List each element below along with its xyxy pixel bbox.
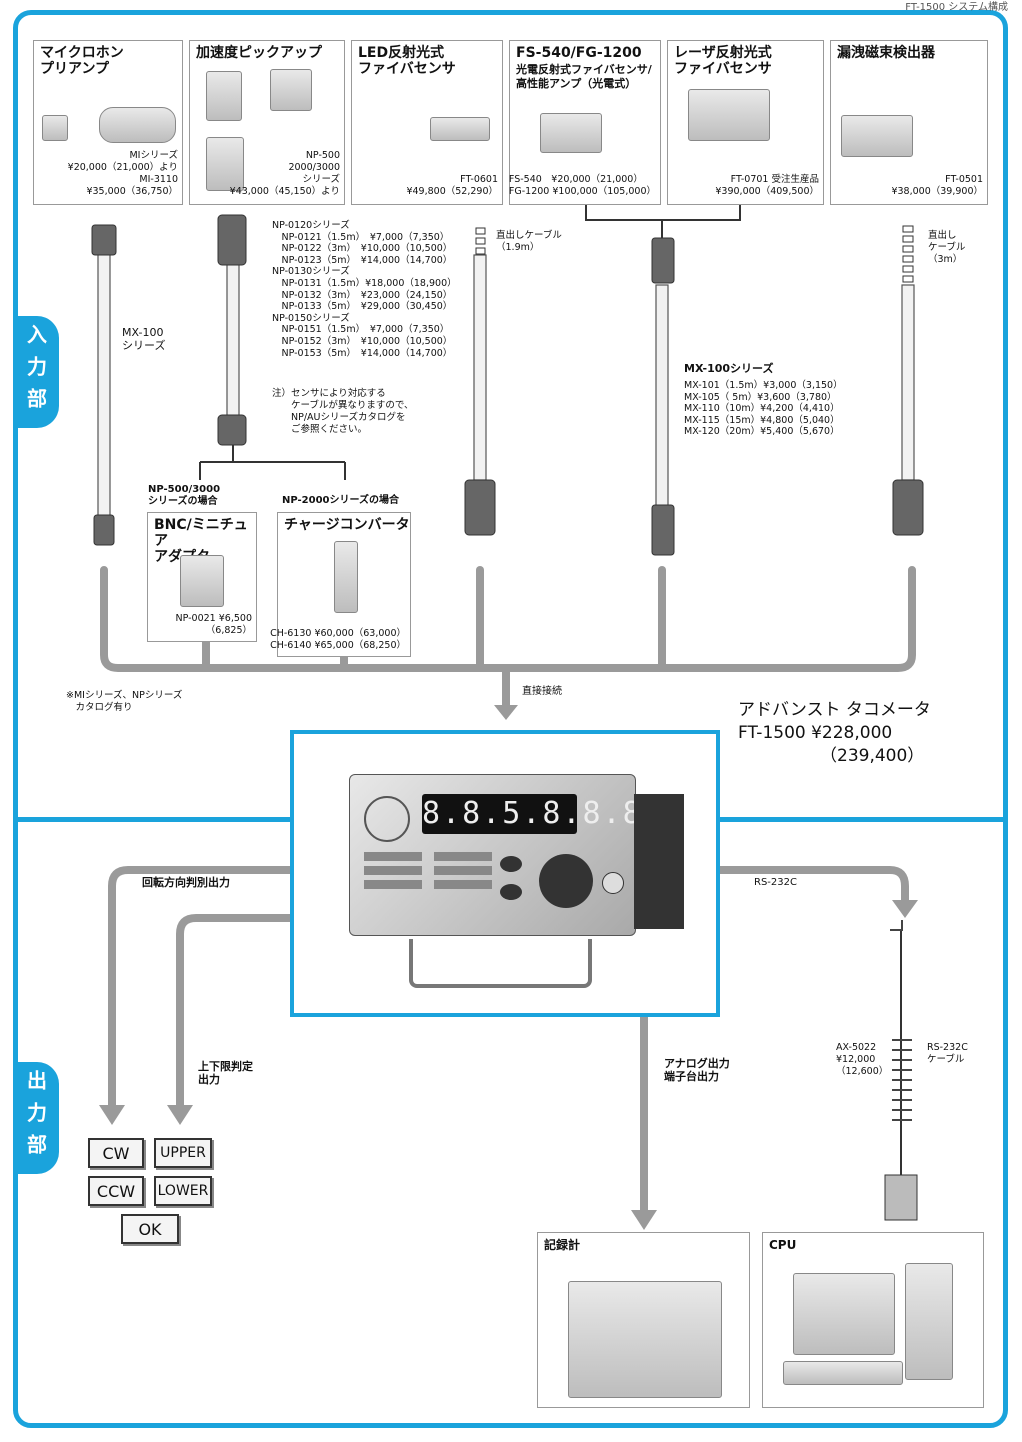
charge-converter-image (334, 541, 358, 613)
sensor-title: LED反射光式 ファイバセンサ (358, 45, 456, 77)
led-fiber-image (430, 117, 490, 141)
limit-output-label: 上下限判定 出力 (198, 1060, 253, 1086)
arrow-direct (494, 705, 518, 720)
sensor-price: FS-540 ¥20,000（21,000） FG-1200 ¥100,000（… (508, 174, 656, 197)
arrow-keypad[interactable] (539, 854, 593, 908)
sensor-price: MIシリーズ ¥20,000（21,000）より MI-3110 ¥35,000… (67, 150, 178, 197)
sensor-title: FS-540/FG-1200 (516, 45, 642, 61)
keyboard-image (783, 1361, 903, 1385)
header-note: FT-1500 システム構成 (905, 2, 1008, 13)
product-price: FT-1500 ¥228,000 (738, 723, 893, 743)
tachometer-side (634, 794, 684, 929)
charge-converter-price: CH-6130 ¥60,000（63,000） CH-6140 ¥65,000（… (270, 628, 406, 651)
preamp-cap-image (42, 115, 68, 141)
product-name: アドバンスト タコメータ (738, 700, 931, 720)
monitor-image (793, 1273, 895, 1355)
sensor-box-microphone: マイクロホン プリアンプ MIシリーズ ¥20,000（21,000）より MI… (33, 40, 183, 205)
menu-button[interactable] (434, 852, 492, 861)
menu-button[interactable] (364, 880, 422, 889)
tower-image (905, 1263, 953, 1380)
accelerometer-image (206, 137, 244, 191)
sensor-box-magnetic: 漏洩磁束検出器 FT-0501 ¥38,000（39,900） (830, 40, 988, 205)
ccw-output: CCW (88, 1176, 144, 1206)
rs232c-label: RS-232C (754, 877, 797, 888)
output-section-tab: 出力部 (13, 1062, 59, 1174)
rs-cable-label: RS-232C ケーブル (927, 1042, 968, 1065)
direct-connect-label: 直接接続 (522, 686, 562, 697)
laser-fiber-image (688, 89, 770, 141)
arrow-rs232c (892, 900, 918, 918)
recorder-title: 記録計 (544, 1238, 581, 1252)
bnc-adapter-image (180, 555, 224, 607)
cpu-box: CPU (762, 1232, 984, 1408)
accelerometer-image (270, 69, 312, 111)
sensor-price: FT-0501 ¥38,000（39,900） (891, 174, 983, 197)
sensor-box-fs540: FS-540/FG-1200 光電反射式ファイバセンサ/ 高性能アンプ（光電式）… (509, 40, 661, 205)
np-cable-list: NP-0120シリーズ NP-0121（1.5m） ¥7,000（7,350） … (272, 220, 457, 359)
sensor-box-accelerometer: 加速度ピックアップ NP-500 2000/3000 シリーズ ¥43,000（… (189, 40, 345, 205)
arrow-upper (167, 1105, 193, 1125)
enter-button[interactable] (500, 856, 522, 872)
charge-converter-box: チャージコンバータ CH-6130 ¥60,000（63,000） CH-614… (270, 512, 411, 657)
analog-output-label: アナログ出力 端子台出力 (664, 1057, 730, 1083)
sensor-title: 漏洩磁束検出器 (837, 45, 935, 61)
bnc-adapter-price: NP-0021 ¥6,500 （6,825） (175, 613, 253, 636)
product-tax-price: （239,400） (820, 746, 925, 766)
microphone-image (99, 107, 176, 143)
sensor-box-laser-fiber: レーザ反射光式 ファイバセンサ FT-0701 受注生産品 ¥390,000（4… (667, 40, 824, 205)
menu-button[interactable] (364, 852, 422, 861)
recorder-image (568, 1281, 722, 1398)
mx-cable-list: MX-101（1.5m）¥3,000（3,150） MX-105（ 5m）¥3,… (684, 380, 843, 438)
cpu-title: CPU (769, 1238, 797, 1252)
tachometer-dial (364, 796, 410, 842)
esc-button[interactable] (500, 884, 522, 900)
magnetic-detector-image (841, 115, 913, 157)
sensor-price: FT-0601 ¥49,800（52,290） (406, 174, 498, 197)
sensor-subtitle: 光電反射式ファイバセンサ/ 高性能アンプ（光電式） (516, 63, 652, 90)
sensor-title: マイクロホン プリアンプ (40, 45, 124, 77)
mx100-label: MX-100 シリーズ (122, 326, 166, 352)
rotation-output-label: 回転方向判別出力 (142, 876, 230, 889)
np2000-case-label: NP-2000シリーズの場合 (282, 495, 400, 506)
ok-output: OK (121, 1214, 179, 1244)
recorder-box: 記録計 (537, 1232, 750, 1408)
cw-output: CW (88, 1138, 144, 1168)
charge-converter-title: チャージコンバータ (284, 517, 410, 533)
sensor-price: FT-0701 受注生産品 ¥390,000（409,500） (715, 174, 819, 197)
direct-cable-1-label: 直出しケーブル （1.9m） (496, 230, 562, 253)
sensor-price: NP-500 2000/3000 シリーズ ¥43,000（45,150）より (229, 150, 340, 197)
direct-cable-2-label: 直出し ケーブル （3m） (928, 230, 966, 265)
tachometer-stand (409, 939, 592, 988)
input-section-tab: 入力部 (13, 316, 59, 428)
accelerometer-image (206, 71, 242, 121)
np-note: 注）センサにより対応する ケーブルが異なりますので、 NP/AUシリーズカタログ… (272, 388, 414, 435)
sensor-box-led-fiber: LED反射光式 ファイバセンサ FT-0601 ¥49,800（52,290） (351, 40, 503, 205)
arrow-cw (99, 1105, 125, 1125)
menu-button[interactable] (364, 866, 422, 875)
upper-output: UPPER (154, 1138, 212, 1168)
menu-button[interactable] (434, 880, 492, 889)
tachometer-display: 8.8.5.8.8.8. (422, 794, 661, 834)
sensor-title: レーザ反射光式 ファイバセンサ (674, 45, 772, 77)
bnc-adapter-box: BNC/ミニチュア アダプタ NP-0021 ¥6,500 （6,825） (147, 512, 257, 642)
fs540-image (540, 113, 602, 153)
catalog-note: ※MIシリーズ、NPシリーズ カタログ有り (66, 690, 183, 713)
arrow-analog (631, 1210, 657, 1230)
mode-button[interactable] (602, 872, 624, 894)
sensor-title: 加速度ピックアップ (196, 45, 322, 61)
rs-cable-price: AX-5022 ¥12,000 （12,600） (836, 1042, 889, 1077)
lower-output: LOWER (154, 1176, 212, 1206)
system-frame (13, 10, 1008, 1428)
mx-series-title: MX-100シリーズ (684, 362, 774, 375)
menu-button[interactable] (434, 866, 492, 875)
np500-case-label: NP-500/3000 シリーズの場合 (148, 484, 221, 507)
tachometer-panel: 8.8.5.8.8.8. (290, 730, 720, 1017)
